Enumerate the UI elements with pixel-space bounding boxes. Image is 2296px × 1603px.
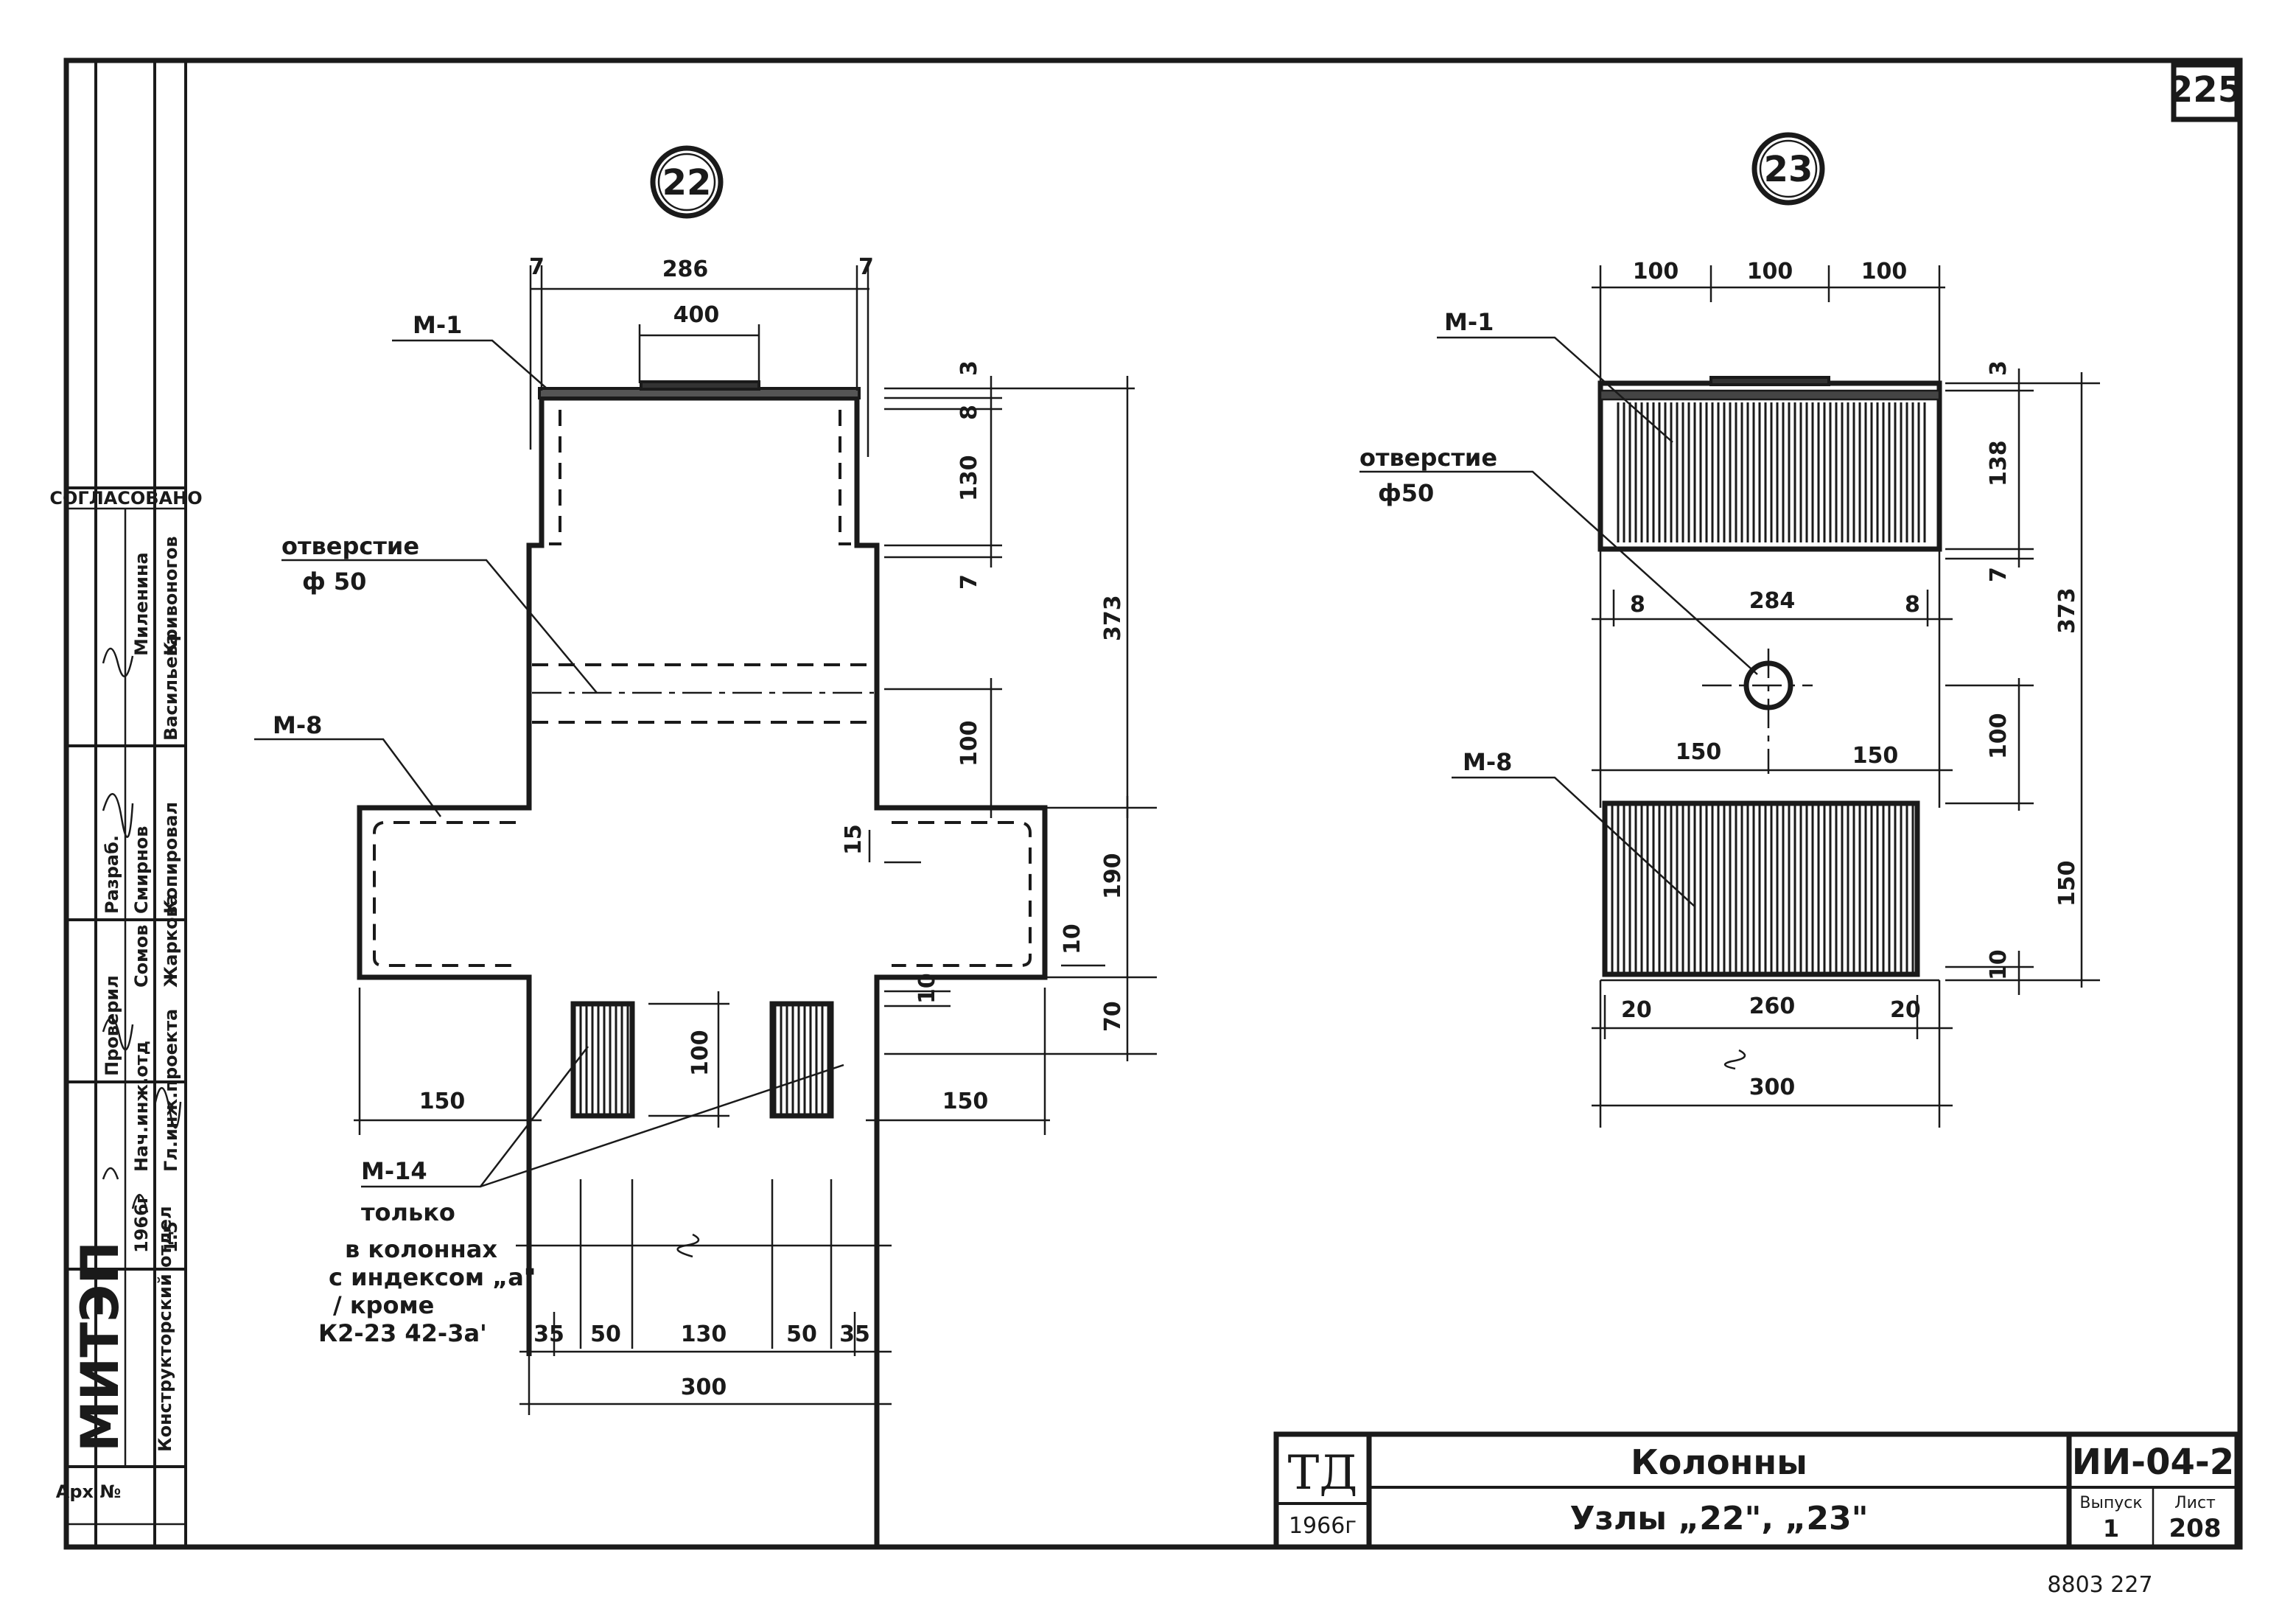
node22-dim-v100: 100 bbox=[956, 720, 982, 766]
node22-label-m14: М-14 bbox=[361, 1157, 427, 1185]
stamp-name-6: Жаркова bbox=[161, 894, 181, 988]
node23-dim-v138: 138 bbox=[1986, 440, 2012, 486]
title-org: ТД bbox=[1288, 1446, 1358, 1501]
sheet-frame bbox=[63, 57, 2243, 1550]
node23-label-hole: отверстие bbox=[1359, 444, 1497, 472]
node22-dim-plate: 400 bbox=[673, 302, 720, 328]
stamp-name-5: Сомов bbox=[131, 925, 152, 988]
node22-note-3: с индексом „а" bbox=[329, 1263, 536, 1291]
page-number: 225 bbox=[2169, 69, 2242, 111]
node23-dim-b300: 300 bbox=[1749, 1075, 1796, 1100]
node23-dim-v10: 10 bbox=[1986, 949, 2012, 980]
node-23: 100 100 100 3 138 7 373 8 284 8 100 150 … bbox=[1359, 132, 2100, 1128]
title-issue-label: Выпуск bbox=[2079, 1494, 2142, 1512]
node23-label-hole-d: ф50 bbox=[1378, 479, 1434, 507]
node22-dim-v10a: 10 bbox=[1060, 923, 1085, 954]
node22-dim-top-right: 7 bbox=[858, 254, 874, 280]
stamp-name-4: Смирнов bbox=[131, 826, 152, 914]
title-sheet-value: 208 bbox=[2169, 1514, 2222, 1543]
node22-dim-v7: 7 bbox=[956, 574, 982, 590]
stamp-scale: 1:5 bbox=[161, 1221, 181, 1253]
title-year: 1966г bbox=[1289, 1513, 1357, 1539]
stamp-org: МИТЭП bbox=[70, 1241, 130, 1452]
node22-dim-h150-left: 150 bbox=[419, 1089, 466, 1114]
title-block bbox=[1273, 1431, 2240, 1550]
side-stamp: СОГЛАСОВАНО МИТЭП Конструкторский отдел … bbox=[49, 486, 203, 1526]
stamp-approval: СОГЛАСОВАНО bbox=[49, 488, 202, 509]
node22-dim-v373: 373 bbox=[1100, 595, 1126, 641]
stamp-role-3: Нач.инж.отд bbox=[131, 1041, 152, 1172]
node23-dimensions bbox=[1592, 265, 2100, 1128]
node22-dim-v130: 130 bbox=[956, 455, 982, 501]
node22-dim-b35a: 35 bbox=[533, 1321, 564, 1347]
title-main: Колонны bbox=[1631, 1442, 1807, 1482]
node22-label-m8: М-8 bbox=[273, 711, 322, 739]
node23-dim-v150: 150 bbox=[2054, 860, 2080, 907]
node22-dim-h150-right: 150 bbox=[942, 1089, 989, 1114]
node22-dim-b50b: 50 bbox=[786, 1321, 817, 1347]
node22-dim-b130: 130 bbox=[681, 1321, 727, 1347]
node22-note-5: К2-23 42-3а' bbox=[318, 1319, 487, 1347]
node22-dim-v190: 190 bbox=[1100, 853, 1126, 899]
node22-dim-top-total: 286 bbox=[662, 256, 709, 282]
node23-label-m8: М-8 bbox=[1463, 748, 1512, 776]
node23-dim-v7: 7 bbox=[1986, 567, 2012, 582]
node23-dim-v3: 3 bbox=[1986, 360, 2012, 376]
node22-label-hole-d: ф 50 bbox=[302, 567, 366, 596]
node23-dim-h8b: 8 bbox=[1905, 592, 1920, 618]
node22-label-m1: М-1 bbox=[413, 311, 462, 339]
node23-dim-top-b: 100 bbox=[1747, 259, 1793, 284]
node23-label-m1: М-1 bbox=[1444, 308, 1494, 336]
node22-note-4: / кроме bbox=[333, 1291, 434, 1319]
stamp-arch-no: Арх № bbox=[56, 1481, 121, 1502]
node22-label-hole: отверстие bbox=[281, 532, 419, 560]
node22-label: 22 bbox=[662, 162, 712, 203]
node23-dim-h150b: 150 bbox=[1852, 743, 1899, 769]
node23-dim-b20a: 20 bbox=[1621, 997, 1652, 1023]
signature-scribbles bbox=[102, 647, 182, 1213]
node22-dim-b35b: 35 bbox=[839, 1321, 870, 1347]
node23-dim-h8a: 8 bbox=[1630, 592, 1645, 618]
node22-dim-v3: 3 bbox=[956, 360, 982, 376]
stamp-name-2: Кривоногов bbox=[161, 536, 181, 656]
node23-dim-h150a: 150 bbox=[1676, 739, 1722, 765]
node-22: 7 286 7 400 3 8 130 7 373 100 15 190 10 … bbox=[254, 145, 1157, 1548]
stamp-dept: Конструкторский отдел bbox=[155, 1206, 175, 1452]
node23-dim-b20b: 20 bbox=[1890, 997, 1921, 1023]
node22-dimensions bbox=[354, 265, 1157, 1415]
node22-dim-v15: 15 bbox=[841, 824, 867, 855]
node23-dim-top-a: 100 bbox=[1633, 259, 1679, 284]
node22-dim-v100b: 100 bbox=[687, 1030, 713, 1076]
node22-dim-v8: 8 bbox=[956, 405, 982, 420]
node23-dim-top-c: 100 bbox=[1861, 259, 1908, 284]
node23-dim-v100: 100 bbox=[1986, 713, 2012, 759]
node22-column-outline bbox=[357, 395, 1048, 1548]
stamp-name-7: Копировал bbox=[161, 802, 181, 914]
stamp-name-3: Васильева bbox=[161, 633, 181, 741]
title-bottom-note: 8803 227 bbox=[2047, 1572, 2152, 1598]
node22-dim-v10b: 10 bbox=[914, 973, 940, 1004]
node23-label: 23 bbox=[1764, 149, 1813, 190]
title-issue-value: 1 bbox=[2103, 1515, 2119, 1543]
title-series: ИИ-04-2 bbox=[2072, 1442, 2234, 1483]
stamp-name-1: Миленина bbox=[131, 552, 152, 656]
node22-dim-b300: 300 bbox=[681, 1375, 727, 1400]
node22-note-1: только bbox=[361, 1198, 455, 1226]
node22-dim-v70: 70 bbox=[1100, 1001, 1126, 1032]
node22-dim-b50a: 50 bbox=[590, 1321, 621, 1347]
title-sheet-label: Лист bbox=[2174, 1494, 2216, 1512]
node22-note-2: в колоннах bbox=[345, 1235, 497, 1263]
node22-dim-top-left: 7 bbox=[529, 254, 545, 280]
node23-dim-b260: 260 bbox=[1749, 993, 1796, 1019]
node23-dim-h284: 284 bbox=[1749, 588, 1796, 614]
stamp-role-1: Разраб. bbox=[102, 835, 122, 914]
title-sub: Узлы „22", „23" bbox=[1569, 1500, 1868, 1537]
node23-dim-v373: 373 bbox=[2054, 587, 2080, 634]
